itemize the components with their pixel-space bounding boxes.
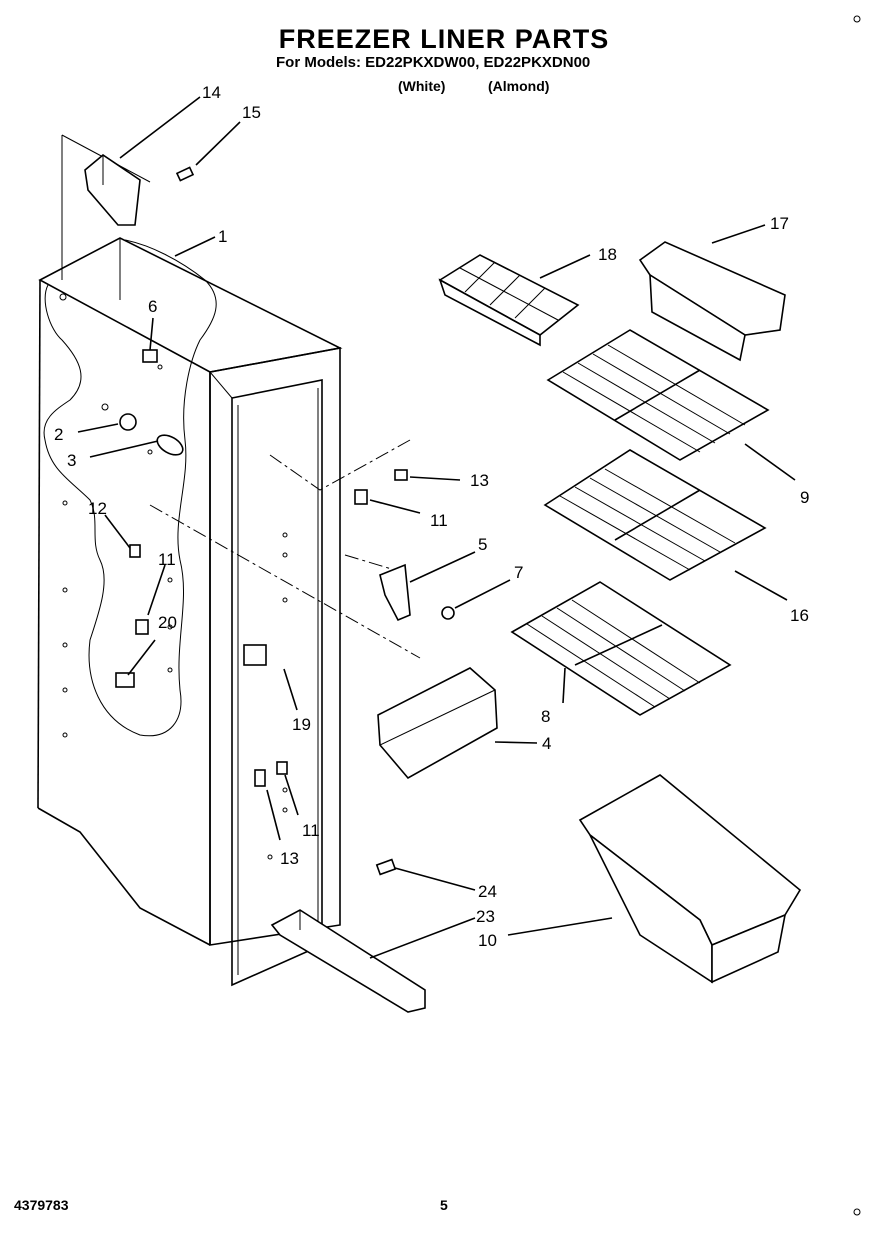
callout-10: 10 [478, 931, 497, 950]
callout-16: 16 [790, 606, 809, 625]
ice-tray-18-drawing [438, 254, 580, 347]
shelf-8-drawing [510, 581, 732, 716]
doc-number: 4379783 [14, 1197, 69, 1213]
color-almond-label: (Almond) [488, 78, 550, 94]
callout-1: 1 [218, 227, 227, 246]
screw-15-drawing [175, 166, 195, 182]
page-number: 5 [440, 1197, 448, 1213]
bracket-14-drawing [84, 154, 141, 226]
callout-5: 5 [478, 535, 487, 554]
screw-24-drawing [375, 858, 397, 876]
callout-11-upper: 11 [430, 511, 448, 530]
clip-13-upper-drawing [394, 469, 408, 481]
callout-19: 19 [292, 715, 311, 734]
shelf-16-drawing [543, 449, 767, 581]
track-23-drawing [270, 909, 426, 1013]
screw-7-drawing [441, 606, 455, 620]
callout-11-left: 11 [158, 550, 176, 569]
bin-17-drawing [638, 241, 786, 362]
socket-2-drawing [119, 413, 137, 431]
callout-13-upper: 13 [470, 471, 489, 490]
clip-11-left-drawing [135, 619, 149, 635]
clip-20-drawing [115, 672, 135, 688]
callouts: 14 15 1 6 2 3 12 11 20 13 11 5 7 4 8 18 … [54, 83, 809, 950]
callout-2: 2 [54, 425, 63, 444]
callout-18: 18 [598, 245, 617, 264]
callout-4: 4 [542, 734, 551, 753]
callout-15: 15 [242, 103, 261, 122]
bin-10-drawing [578, 774, 802, 984]
callout-23: 23 [476, 907, 495, 926]
callout-11-lower: 11 [302, 821, 320, 840]
callout-14: 14 [202, 83, 221, 102]
bracket-5-drawing [379, 563, 411, 622]
leader-lines [77, 96, 796, 959]
callout-24: 24 [478, 882, 497, 901]
callout-3: 3 [67, 451, 76, 470]
callout-6: 6 [148, 297, 157, 316]
callout-8: 8 [541, 707, 550, 726]
corner-marks [853, 15, 861, 1216]
cover-4-drawing [377, 667, 498, 780]
callout-13-lower: 13 [280, 849, 299, 868]
color-white-label: (White) [398, 78, 446, 94]
callout-12: 12 [88, 499, 107, 518]
clip-11-lower-drawing [276, 761, 288, 775]
callout-9: 9 [800, 488, 809, 507]
shelf-9-drawing [546, 329, 770, 461]
freezer-liner-drawing [37, 134, 421, 987]
callout-7: 7 [514, 563, 523, 582]
clip-19-drawing [243, 644, 267, 666]
clip-13-lower-drawing [254, 769, 266, 787]
callout-20: 20 [158, 613, 177, 632]
clip-6-drawing [142, 349, 158, 363]
bulb-3-drawing [156, 434, 184, 456]
clip-11-upper-drawing [354, 489, 368, 505]
models-line: For Models: ED22PKXDW00, ED22PKXDN00 [276, 54, 591, 71]
diagram-title: FREEZER LINER PARTS [278, 24, 610, 54]
callout-17: 17 [770, 214, 789, 233]
clip-12-drawing [129, 544, 141, 558]
